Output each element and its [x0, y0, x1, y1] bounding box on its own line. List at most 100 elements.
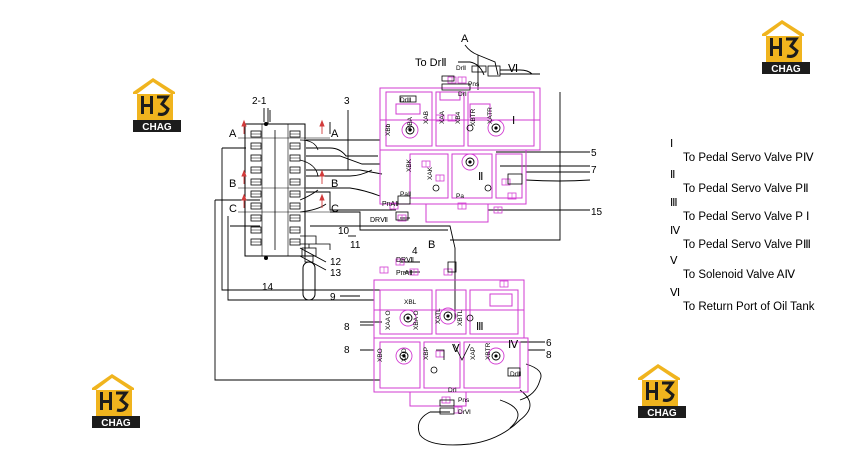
legend-text: To Pedal Servo Valve PⅡ: [683, 183, 809, 195]
port-xao: XAO: [401, 348, 408, 362]
diagram-labels: A To DrⅡ Ⅵ 2-1 3 4 5 6 7 8 8 8 9 10 11 1…: [229, 33, 603, 361]
legend-numeral: Ⅵ: [670, 287, 681, 299]
logo-top-left: CHAG: [131, 76, 191, 134]
legend-text: To Pedal Servo Valve P Ⅰ: [683, 211, 810, 223]
logo-text: CHAG: [142, 122, 172, 133]
port-xbtl: XBTL: [457, 309, 464, 326]
legend-item-1: Ⅰ To Pedal Servo Valve PⅣ: [670, 137, 814, 165]
port-drvii-lower: DRⅦ: [396, 257, 414, 264]
letter-a-right: A: [331, 128, 339, 140]
port-dr1-top: DrⅠ: [458, 91, 467, 98]
roman-4-lower: Ⅳ: [508, 339, 519, 351]
legend-numeral: Ⅳ: [670, 225, 681, 237]
logo-text: CHAG: [101, 418, 131, 429]
callout-13: 13: [330, 268, 342, 279]
legend-numeral: Ⅱ: [670, 169, 676, 181]
port-xba-o: XBA O: [413, 310, 420, 330]
legend-item-6: Ⅵ To Return Port of Oil Tank: [670, 286, 814, 314]
manifold-block: [238, 119, 331, 301]
port-xbb: XBb: [385, 123, 392, 136]
legend-item-5: Ⅴ To Solenoid Valve AⅣ: [670, 254, 795, 282]
letter-c-left: C: [229, 203, 237, 215]
roman-2-upper: Ⅱ: [478, 171, 483, 183]
port-drvii-upper: DRⅦ: [370, 217, 388, 224]
legend-text: To Solenoid Valve AⅣ: [683, 269, 796, 281]
letter-a-left: A: [229, 128, 237, 140]
legend-numeral: Ⅴ: [670, 255, 678, 267]
port-xbo: XBO: [377, 348, 384, 362]
legend-item-3: Ⅲ To Pedal Servo Valve P Ⅰ: [670, 196, 809, 224]
port-pna2: PnAⅡ: [382, 201, 399, 208]
legend-item-2: Ⅱ To Pedal Servo Valve PⅡ: [670, 168, 809, 196]
port-pa2: PaⅡ: [400, 191, 411, 198]
port-xbtr: XBTR: [470, 108, 477, 126]
hydraulic-lines: [214, 44, 591, 446]
callout-8c: 8: [546, 350, 552, 361]
lower-control-valve: [373, 258, 529, 414]
port-xbtr-lower: XBTR: [485, 342, 492, 360]
port-xak: XAK: [427, 166, 434, 180]
port-drvi: DrⅥ: [458, 409, 471, 416]
roman-3-lower: Ⅲ: [476, 321, 484, 333]
logo-bottom-left: CHAG: [90, 372, 150, 430]
lower-port-labels: DRⅦ PnAⅡ XBL XBA O XAA O XBTL XATL Ⅲ Ⅳ Ⅴ…: [377, 257, 522, 416]
callout-10: 10: [338, 226, 350, 237]
callout-7: 7: [591, 165, 597, 176]
port-xatl: XATL: [435, 308, 442, 324]
letter-b-left: B: [229, 178, 236, 190]
port-xba: XBA: [407, 116, 414, 130]
letter-b-mid: B: [428, 239, 435, 251]
port-xaa: XAA: [439, 110, 446, 124]
legend-text: To Return Port of Oil Tank: [683, 301, 815, 313]
callout-14: 14: [262, 282, 274, 293]
callout-11: 11: [350, 240, 361, 251]
callout-8a: 8: [344, 322, 350, 333]
port-dr2-top: DrⅡ: [456, 65, 466, 72]
port-xap: XAP: [470, 347, 477, 360]
brand-logo-icon: CHAG: [638, 364, 686, 419]
roman-5-lower: Ⅴ: [452, 343, 460, 355]
legend-item-4: Ⅳ To Pedal Servo Valve PⅢ: [670, 224, 811, 252]
port-pa: Pa: [456, 193, 464, 200]
legend-text: To Pedal Servo Valve PⅢ: [683, 239, 811, 251]
brand-logo-icon: CHAG: [133, 78, 181, 133]
callout-9: 9: [330, 292, 336, 303]
top-label: A: [461, 33, 469, 45]
callout-3: 3: [344, 96, 350, 107]
vi-mark: Ⅵ: [508, 63, 518, 75]
callout-2-1: 2-1: [252, 96, 267, 107]
port-xbk: XBK: [406, 158, 413, 172]
callout-12: 12: [330, 257, 342, 268]
legend-numeral: Ⅲ: [670, 197, 678, 209]
port-pns-lower: Pns: [458, 397, 470, 404]
port-xb4: XB4: [455, 111, 462, 124]
port-xbl: XBL: [404, 299, 417, 306]
callout-15: 15: [591, 207, 603, 218]
callout-8b: 8: [344, 345, 350, 356]
letter-b-right: B: [331, 178, 338, 190]
letter-c-right: C: [331, 203, 339, 215]
port-pns-top: Pns: [468, 81, 480, 88]
to-dr-label: To DrⅡ: [415, 57, 447, 69]
logo-top-right: CHAG: [760, 18, 820, 76]
port-dr1-lower: DrⅠ: [448, 387, 457, 394]
brand-logo-icon: CHAG: [762, 20, 810, 75]
legend-numeral: Ⅰ: [670, 138, 674, 150]
port-xaa-o: XAA O: [385, 310, 392, 330]
port-pna2-lower: PnAⅡ: [396, 270, 413, 277]
brand-logo-icon: CHAG: [92, 374, 140, 429]
port-xab: XAB: [423, 111, 430, 124]
logo-bottom-right: CHAG: [636, 362, 696, 420]
logo-text: CHAG: [647, 408, 677, 419]
roman-1-upper: Ⅰ: [512, 115, 515, 127]
port-driii-lower: DrⅢ: [510, 371, 522, 378]
callout-6: 6: [546, 338, 552, 349]
port-xatr: XATR: [487, 107, 494, 124]
port-xbp: XBP: [423, 347, 430, 360]
legend-text: To Pedal Servo Valve PⅣ: [683, 152, 814, 164]
callout-5: 5: [591, 148, 597, 159]
callout-4: 4: [412, 246, 418, 257]
logo-text: CHAG: [771, 64, 801, 75]
